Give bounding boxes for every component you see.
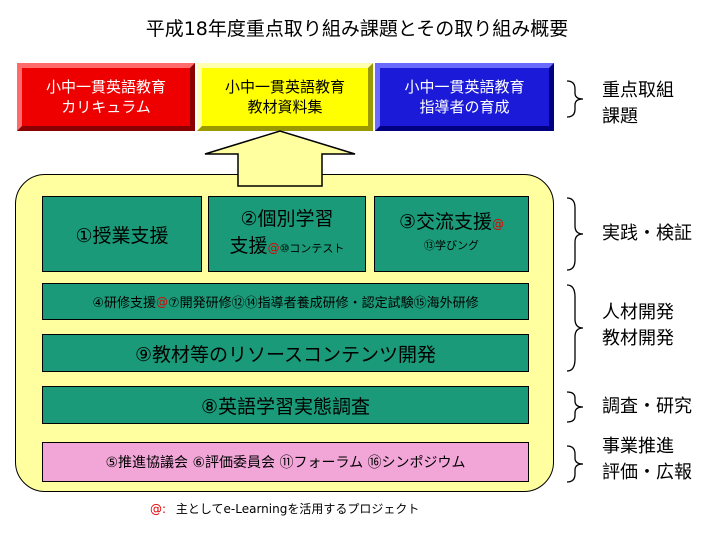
- individual-study-line1: ②個別学習: [240, 208, 334, 230]
- priority-box-line2: 教材資料集: [247, 98, 323, 116]
- side-label-line: 評価・広報: [602, 462, 692, 483]
- side-label-line: 調査・研究: [602, 396, 692, 417]
- training-programs-label: ⑦開発研修⑫⑭指導者養成研修・認定試験⑮海外研修: [168, 296, 479, 311]
- exchange-support-box: ③交流支援@ ⑬学びング: [374, 196, 529, 272]
- individual-study-box: ②個別学習 支援@⑩コンテスト: [208, 196, 366, 272]
- brace-practice: [566, 197, 584, 271]
- priority-box-line1: 小中一貫英語教育: [45, 78, 166, 96]
- side-label-line: 課題: [602, 106, 638, 127]
- side-label-line: 人材開発: [602, 302, 674, 323]
- training-support-label: ④研修支援: [92, 296, 156, 311]
- brace-research: [566, 391, 584, 423]
- side-label-line: 重点取組: [602, 80, 674, 101]
- elearning-at-mark: @: [156, 294, 168, 309]
- resource-development-label: ⑨教材等のリソースコンテンツ開発: [134, 343, 437, 366]
- promotion-bar: ⑤推進協議会 ⑥評価委員会 ⑪フォーラム ⑯シンポジウム: [42, 442, 529, 482]
- brace-priority: [566, 80, 584, 118]
- priority-box-curriculum: 小中一貫英語教育 カリキュラム: [17, 63, 195, 131]
- individual-study-label: 支援: [229, 235, 268, 257]
- survey-label: ⑧英語学習実態調査: [200, 395, 371, 418]
- side-label-research: 調査・研究: [602, 394, 692, 420]
- priority-box-materials: 小中一貫英語教育 教材資料集: [197, 63, 373, 131]
- priority-box-line2: 指導者の育成: [419, 98, 510, 116]
- side-label-promotion: 事業推進 評価・広報: [602, 434, 692, 486]
- promotion-label: ⑤推進協議会 ⑥評価委員会 ⑪フォーラム ⑯シンポジウム: [105, 455, 466, 471]
- footnote-text: 主としてe-Learningを活用するプロジェクト: [175, 502, 420, 516]
- side-label-priority: 重点取組 課題: [602, 78, 674, 130]
- side-label-line: 教材開発: [602, 328, 674, 349]
- side-label-practice: 実践・検証: [602, 221, 692, 247]
- side-label-development: 人材開発 教材開発: [602, 300, 674, 352]
- individual-study-line2: 支援@⑩コンテスト: [230, 233, 345, 262]
- side-label-line: 実践・検証: [602, 223, 692, 244]
- priority-box-line2: カリキュラム: [61, 98, 151, 116]
- brace-development: [566, 284, 584, 372]
- footnote-mark: @:: [150, 502, 167, 516]
- brace-promotion: [566, 445, 584, 483]
- priority-box-line1: 小中一貫英語教育: [404, 78, 525, 96]
- exchange-support-line1: ③交流支援@: [399, 211, 504, 235]
- elearning-at-mark: @: [267, 241, 280, 255]
- survey-bar: ⑧英語学習実態調査: [42, 386, 529, 424]
- manabing-note: ⑬学びング: [424, 239, 479, 252]
- side-label-line: 事業推進: [602, 436, 674, 457]
- footnote: @: 主としてe-Learningを活用するプロジェクト: [150, 500, 419, 517]
- priority-box-line1: 小中一貫英語教育: [224, 78, 345, 96]
- training-bar: ④研修支援@⑦開発研修⑫⑭指導者養成研修・認定試験⑮海外研修: [42, 283, 529, 320]
- diagram-title: 平成18年度重点取り組み課題とその取り組み概要: [145, 18, 569, 40]
- contest-note: ⑩コンテスト: [279, 242, 345, 255]
- lesson-support-label: ①授業支援: [75, 224, 169, 247]
- resource-development-bar: ⑨教材等のリソースコンテンツ開発: [42, 334, 529, 372]
- elearning-at-mark: @: [492, 217, 505, 231]
- exchange-support-label: ③交流支援: [398, 211, 493, 233]
- lesson-support-box: ①授業支援: [42, 196, 202, 272]
- priority-box-instructor: 小中一貫英語教育 指導者の育成: [375, 63, 554, 131]
